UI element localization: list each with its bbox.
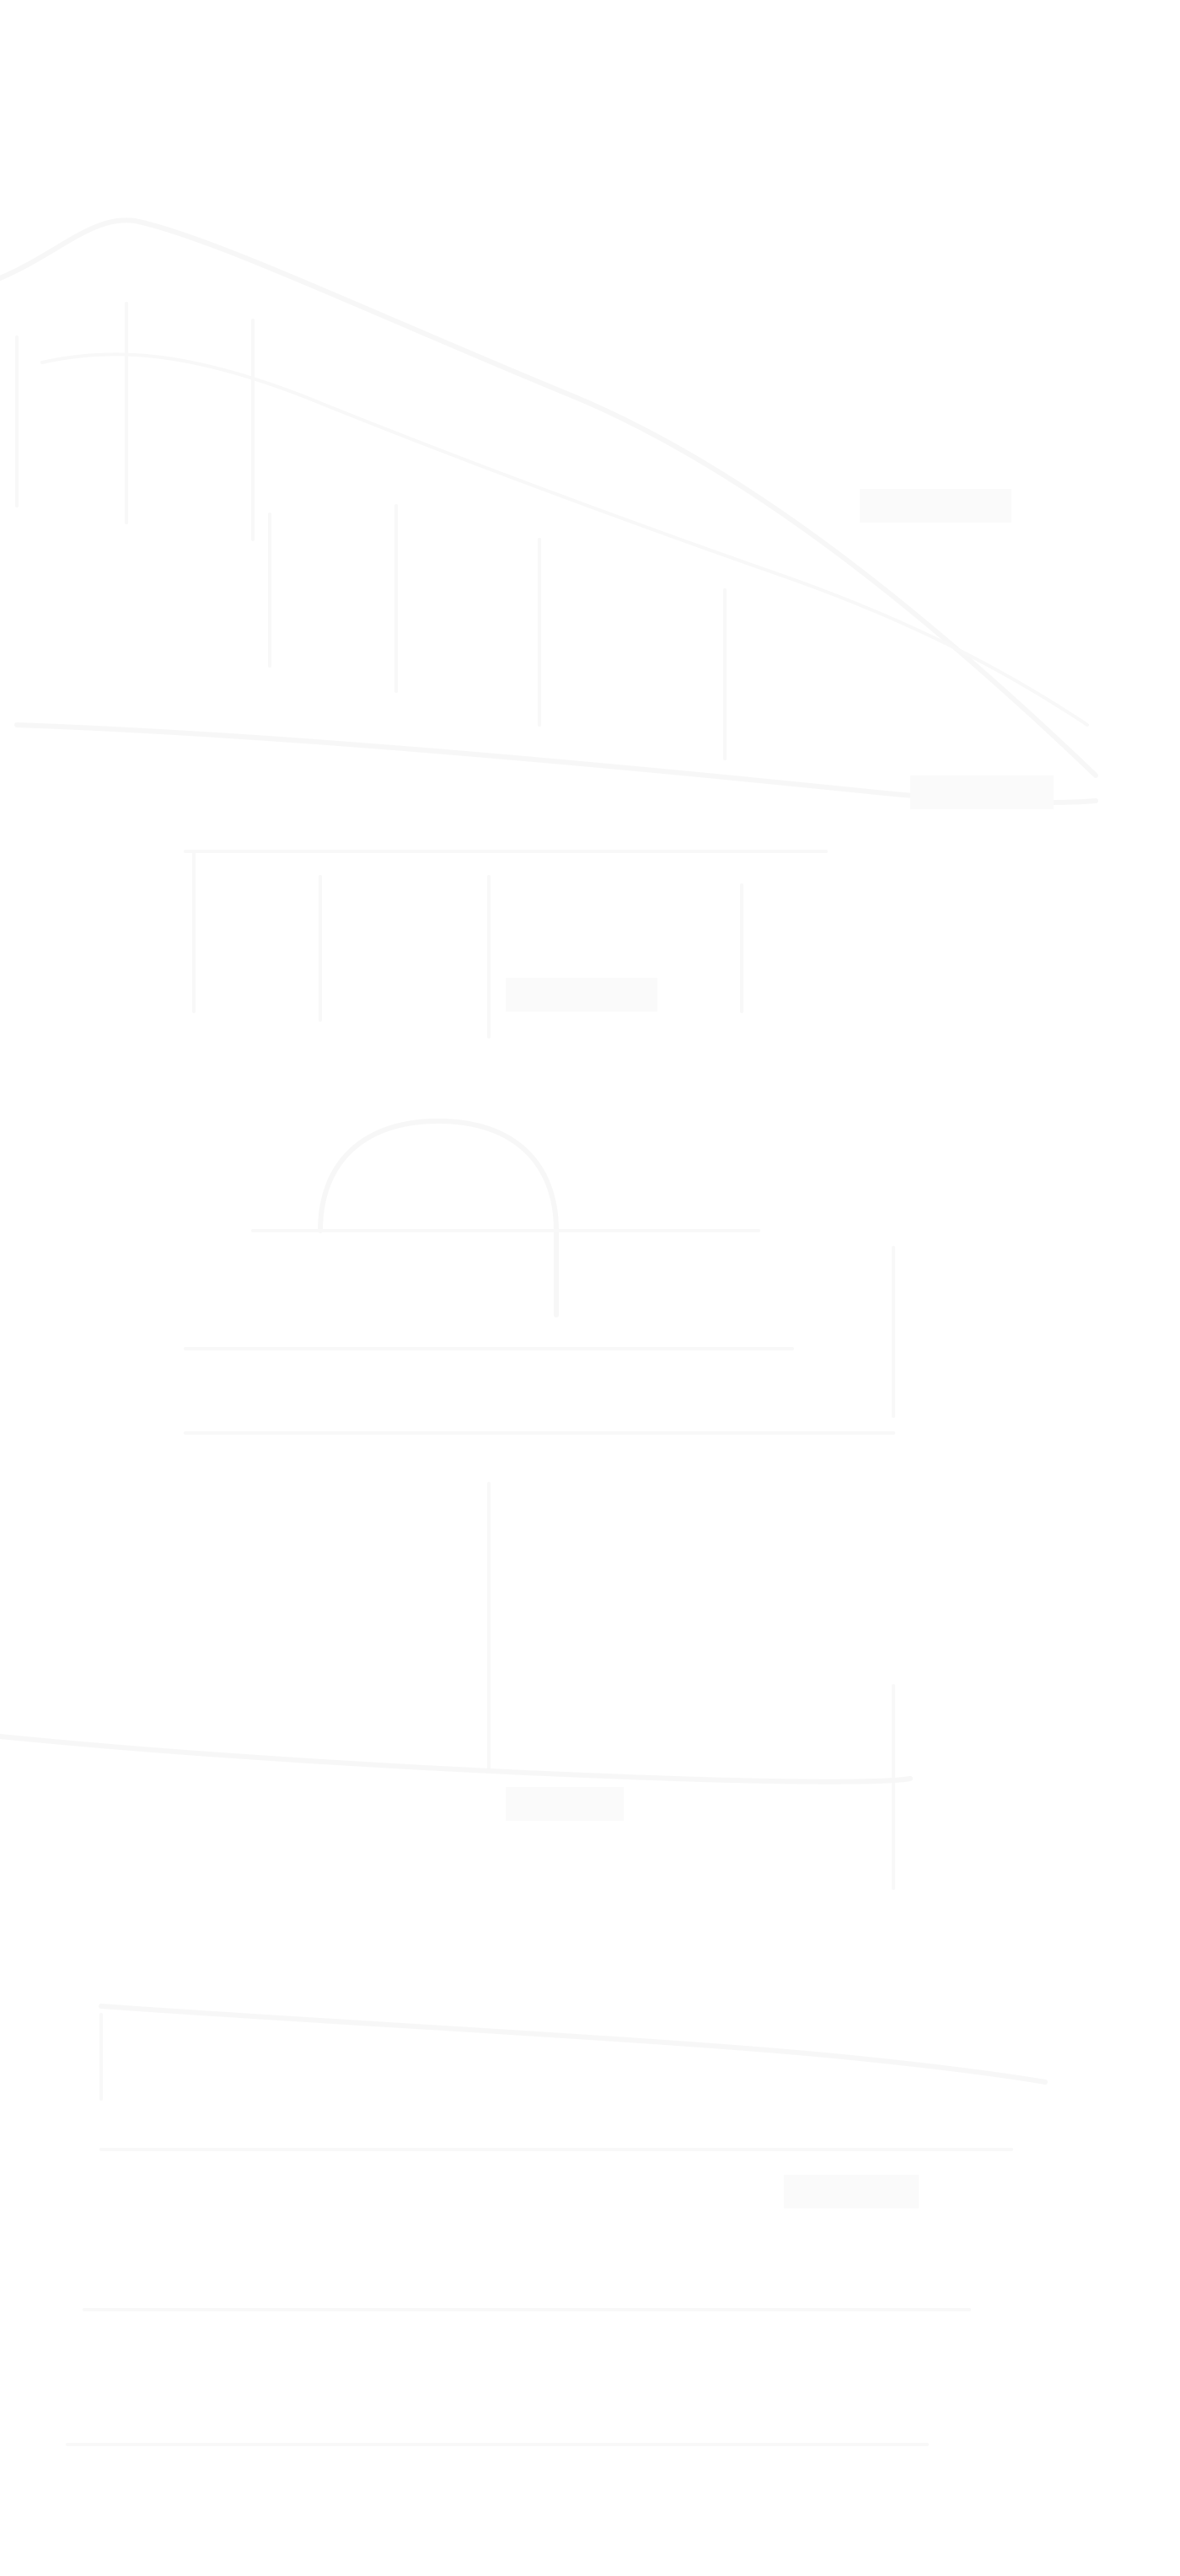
roof-inner-line (40, 352, 1089, 727)
lower-floor-band (0, 1734, 913, 1784)
window-block-4 (506, 1787, 624, 1821)
ground-curve (99, 2004, 1048, 2085)
window-block-5 (784, 2175, 919, 2208)
roof-curve (0, 217, 1098, 778)
window-block-3 (506, 978, 657, 1012)
window-block-1 (860, 489, 1011, 523)
arch-shape (318, 1119, 559, 1318)
tower-frame (184, 1347, 895, 1435)
window-block-2 (910, 775, 1054, 809)
